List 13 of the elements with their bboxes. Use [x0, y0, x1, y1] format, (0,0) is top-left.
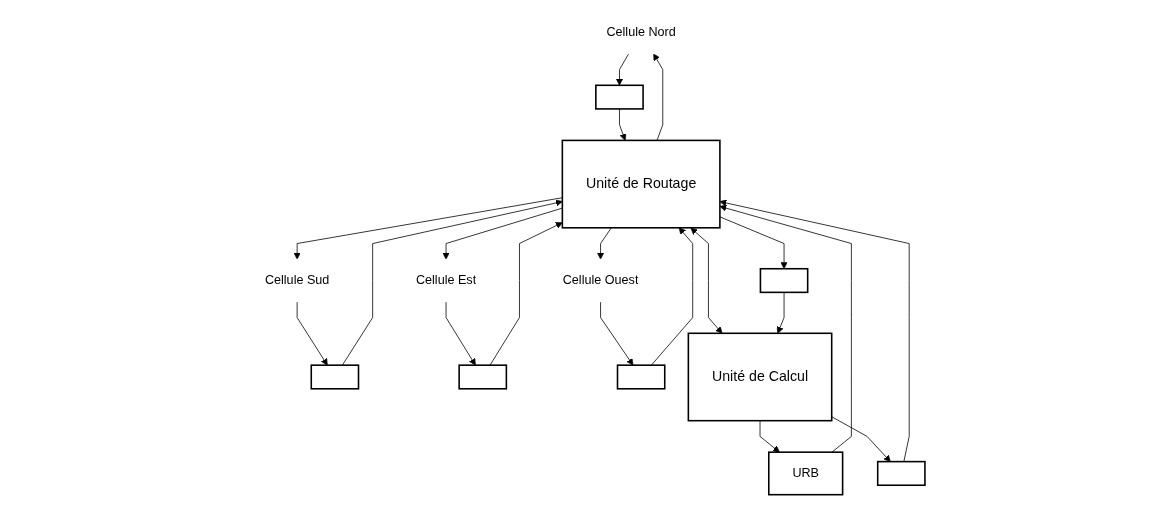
node-box: Unité de Routage: [561, 139, 721, 229]
node-box: URB: [767, 451, 844, 496]
node-text: Cellule Nord: [606, 25, 676, 39]
node-text: Cellule Sud: [264, 273, 330, 287]
node-bar: [310, 364, 360, 390]
node-bar: [594, 84, 644, 110]
node-text: Cellule Ouest: [562, 273, 639, 287]
node-bar: [616, 364, 666, 390]
node-bar: [458, 364, 508, 390]
node-bar: [759, 267, 809, 294]
node-bar: [876, 460, 926, 487]
node-text: Cellule Est: [415, 273, 477, 287]
node-box: Unité de Calcul: [687, 332, 833, 422]
